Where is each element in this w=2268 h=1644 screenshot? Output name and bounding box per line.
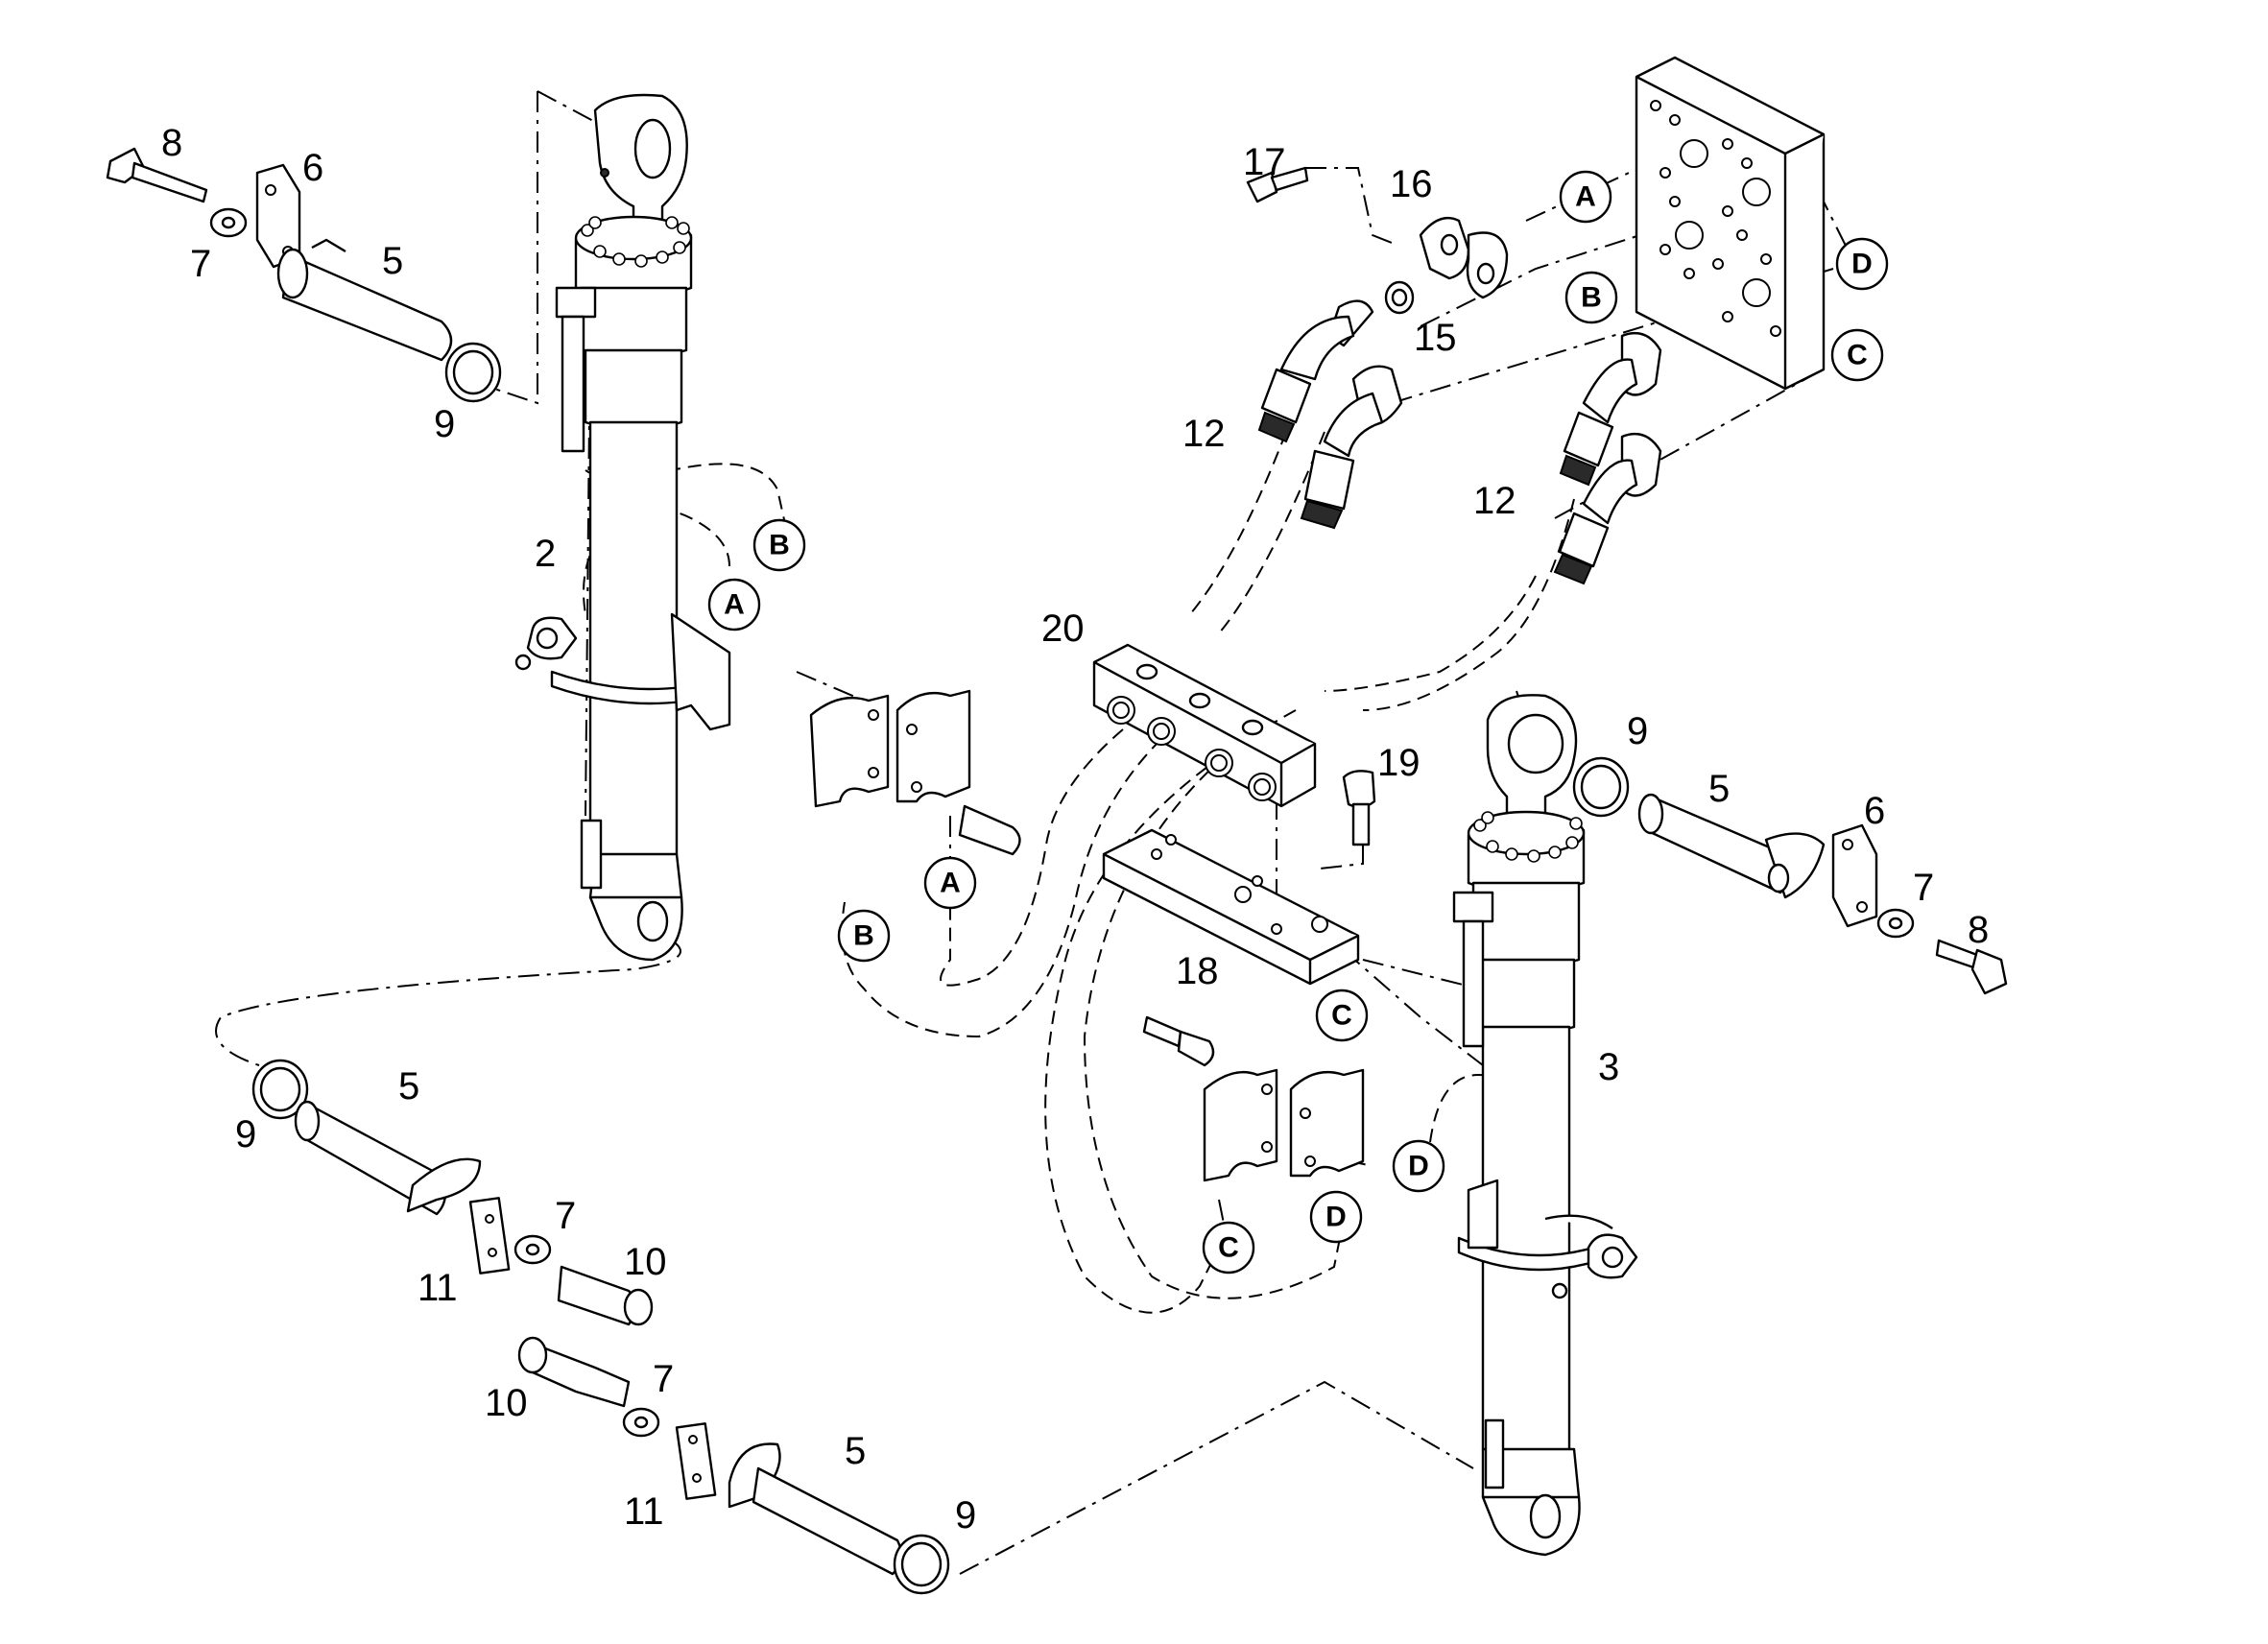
label-3: 3 [1598,1046,1619,1088]
callout-d-clamp: D [1309,1190,1363,1244]
svg-text:A: A [1575,181,1596,213]
label-11-bottom: 11 [624,1490,664,1533]
hose-fittings-right [1553,331,1662,585]
callout-c-clamp: C [1202,1221,1255,1275]
svg-text:D: D [1851,249,1873,280]
callout-d-cylinder-3: D [1392,1139,1445,1193]
screw-17-head [1246,171,1278,203]
label-19: 19 [1377,742,1420,784]
label-8-top: 8 [161,122,182,164]
label-7-top: 7 [190,243,211,285]
hose-routing-lines [583,431,1575,1314]
plate-11-b [675,1422,717,1500]
label-6-right: 6 [1864,790,1885,832]
pin-5-top [281,252,453,362]
clamp-bolt-lower [1142,1015,1182,1048]
label-9-mid: 9 [235,1113,256,1156]
svg-text:A: A [940,868,961,899]
callout-b-clamp: B [837,909,891,963]
callout-d-manifold: D [1835,237,1889,291]
label-5-bottom: 5 [845,1430,866,1472]
label-8-right: 8 [1968,909,1989,951]
label-11-mid: 11 [418,1267,458,1309]
hose-fittings-top [1246,166,1509,530]
label-20: 20 [1041,608,1085,650]
svg-text:B: B [1581,282,1602,314]
pin-assembly-bottom-left [251,1059,950,1595]
screw-19 [1342,770,1376,846]
svg-text:C: C [1847,340,1868,371]
label-9-top: 9 [434,403,455,445]
block-bar-20 [1092,643,1317,808]
clamp-6-right [1831,823,1878,928]
label-10-mid: 10 [624,1241,667,1283]
svg-text:C: C [1331,1000,1352,1032]
label-7-bottom: 7 [653,1358,674,1400]
callout-a-manifold: A [1559,170,1612,224]
pin-assembly-top-left [106,147,502,403]
callout-c-manifold: C [1830,328,1884,382]
bolt-8-shank [131,161,208,203]
cylinder-3-flange-bolts [1473,811,1583,863]
part-number-labels: 8 6 7 5 9 2 5 9 7 10 11 10 7 11 5 9 17 1… [161,122,1989,1537]
hose-clamps-upper [809,689,1021,856]
label-9-right: 9 [1627,710,1648,752]
label-2: 2 [535,533,556,575]
hydraulic-cylinder-2 [514,93,731,962]
hose-clamps-lower [1142,1015,1365,1182]
manifold-block [1635,56,1826,391]
label-5-right: 5 [1708,768,1730,810]
pin-5-bottom [752,1466,903,1576]
mounting-plate-18 [1102,828,1360,986]
label-7-right: 7 [1913,867,1934,909]
svg-text:C: C [1218,1232,1239,1264]
label-10-bottom: 10 [485,1382,528,1424]
callout-a-cylinder-2: A [707,578,761,631]
bolt-8-right-head [1970,948,2008,995]
svg-text:B: B [769,530,790,561]
svg-text:D: D [1325,1202,1347,1233]
label-12-right: 12 [1473,480,1516,522]
svg-text:B: B [853,920,874,952]
hydraulic-cylinder-3 [1452,694,1638,1557]
manifold-holes [1650,100,1781,337]
svg-text:D: D [1408,1151,1429,1182]
label-6-top: 6 [302,147,323,189]
callout-c-plate: C [1315,989,1369,1042]
callout-a-clamp: A [923,856,977,910]
label-17: 17 [1243,141,1286,183]
svg-text:A: A [724,589,745,621]
plate-11-a [468,1197,511,1275]
callout-b-manifold: B [1564,271,1618,324]
callout-b-cylinder-2: B [752,518,806,572]
label-12-left: 12 [1182,413,1226,455]
label-15: 15 [1414,317,1457,359]
label-18: 18 [1176,950,1219,992]
label-5-mid: 5 [398,1065,419,1108]
pin-assembly-right [1572,756,2008,995]
label-16: 16 [1390,163,1433,205]
cylinder-2-flange-bolts [581,216,690,268]
callouts: A B A B A B D C C D D C [707,170,1889,1275]
clamp-bolt-upper [958,804,1021,856]
label-9-bottom: 9 [955,1494,976,1537]
label-7-mid: 7 [555,1195,576,1237]
label-5-top: 5 [382,240,403,282]
